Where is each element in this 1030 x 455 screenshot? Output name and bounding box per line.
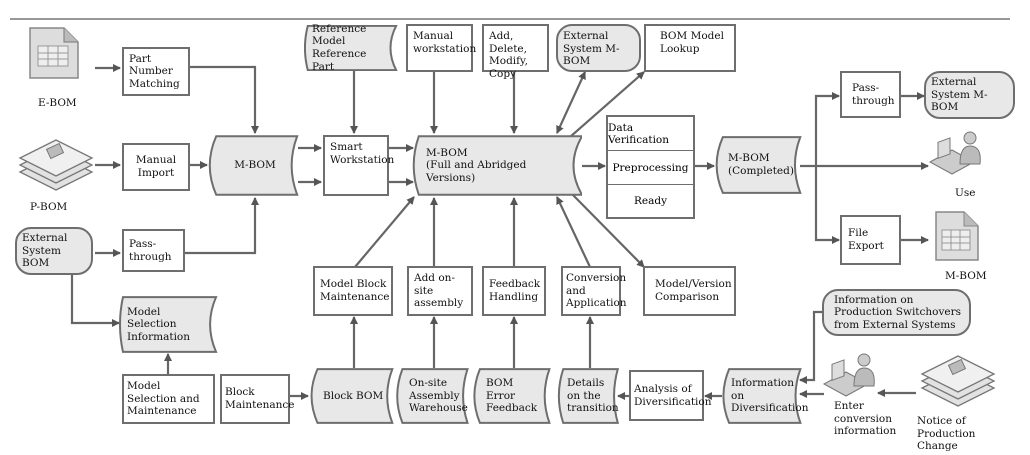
arrow — [799, 310, 822, 384]
model-selection-and-maintenance: Model Selection and Maintenance — [122, 374, 215, 424]
information-on-diversification-label: Information on Diversification — [731, 377, 809, 415]
bom-model-lookup: BOM Model Lookup — [644, 24, 736, 72]
data-verification: Data Verification — [608, 117, 693, 151]
external-system-mbom-top: External System M-BOM — [556, 24, 641, 72]
arrow — [185, 197, 259, 255]
file-export: File Export — [840, 215, 901, 265]
arrow — [70, 274, 120, 327]
arrow — [814, 92, 840, 166]
add-delete-modify-copy: Add, Delete, Modify, Copy — [482, 24, 549, 80]
model-block-maintenance: Model Block Maintenance — [313, 266, 393, 316]
mbom-full-line1: M-BOM — [426, 146, 468, 159]
spreadsheet-file-icon — [935, 211, 979, 261]
model-selection-information-label: Model Selection Information — [127, 305, 191, 343]
arrow — [354, 196, 415, 268]
block-bom: Block BOM — [309, 368, 394, 424]
details-on-transition: Details on the transition — [557, 368, 619, 424]
mbom-full-text: M-BOM(Full and Abridged Versions) — [426, 147, 572, 185]
mbom-completed-line2: (Completed) — [728, 165, 794, 177]
ebom-label: E-BOM — [38, 97, 77, 109]
pbom-label: P-BOM — [30, 201, 68, 213]
mbom-completed: M-BOM(Completed) — [714, 136, 802, 194]
processing-stack: Data Verification Preprocessing Ready — [606, 115, 695, 219]
model-version-comparison: Model/Version Comparison — [643, 266, 736, 316]
mbom-full-line2: (Full and Abridged Versions) — [426, 159, 527, 184]
external-system-bom: External System BOM — [15, 227, 93, 275]
notice-of-production-change-label: Notice of Production Change — [917, 415, 976, 453]
spreadsheet-file-icon — [29, 27, 79, 79]
arrow — [814, 166, 840, 244]
feedback-handling: Feedback Handling — [482, 266, 546, 316]
add-onsite-assembly: Add on-site assembly — [407, 266, 473, 316]
arrow — [569, 71, 645, 138]
mbom-left-label: M-BOM — [234, 159, 276, 172]
document-stack-icon — [920, 355, 996, 407]
onsite-assembly-warehouse: On-site Assembly Warehouse — [395, 368, 469, 424]
smart-workstation: Smart Workstation — [323, 135, 394, 196]
arrow — [571, 193, 645, 268]
pass-through-left: Pass-through — [122, 229, 185, 272]
bom-error-feedback: BOM Error Feedback — [472, 368, 551, 424]
ready: Ready — [633, 195, 668, 207]
arrow-bidirectional — [556, 71, 586, 134]
information-on-diversification: Information on Diversification — [721, 368, 809, 424]
preprocessing: Preprocessing — [608, 151, 693, 185]
mbom-left: M-BOM — [207, 135, 299, 196]
part-number-matching: Part Number Matching — [122, 47, 190, 96]
model-selection-information: Model Selection Information — [119, 296, 218, 353]
mbom-completed-line1: M-BOM — [728, 152, 770, 165]
details-on-transition-label: Details on the transition — [567, 377, 619, 415]
reference-model-line1: Reference Model — [312, 22, 367, 48]
mbom-file-label: M-BOM — [945, 270, 987, 282]
manual-import: Manual Import — [122, 143, 190, 191]
user-at-computer-icon — [822, 353, 875, 397]
arrow — [190, 65, 259, 134]
enter-conversion-information-label: Enter conversion information — [834, 400, 897, 438]
analysis-of-diversification: Analysis of Diversification — [629, 370, 712, 421]
pass-through-right: Pass-through — [840, 71, 901, 118]
onsite-assembly-warehouse-label: On-site Assembly Warehouse — [409, 377, 468, 415]
bom-error-feedback-label: BOM Error Feedback — [486, 377, 538, 415]
user-at-computer-icon — [928, 131, 981, 175]
conversion-and-application: Conversion and Application — [561, 266, 627, 316]
manual-workstation: Manual workstation — [406, 24, 476, 72]
block-maintenance: Block Maintenance — [220, 374, 294, 424]
info-production-switchovers: Information on Production Switchovers fr… — [822, 289, 971, 336]
external-system-mbom-right: External System M-BOM — [924, 71, 1015, 119]
block-bom-label: Block BOM — [323, 389, 384, 402]
mbom-full-abridged: M-BOM(Full and Abridged Versions) — [412, 135, 582, 196]
arrow — [556, 196, 591, 268]
mbom-completed-text: M-BOM(Completed) — [728, 152, 794, 177]
use-label: Use — [955, 187, 976, 199]
reference-model-line2: Reference Part — [312, 48, 367, 73]
document-stack-icon — [18, 139, 94, 191]
